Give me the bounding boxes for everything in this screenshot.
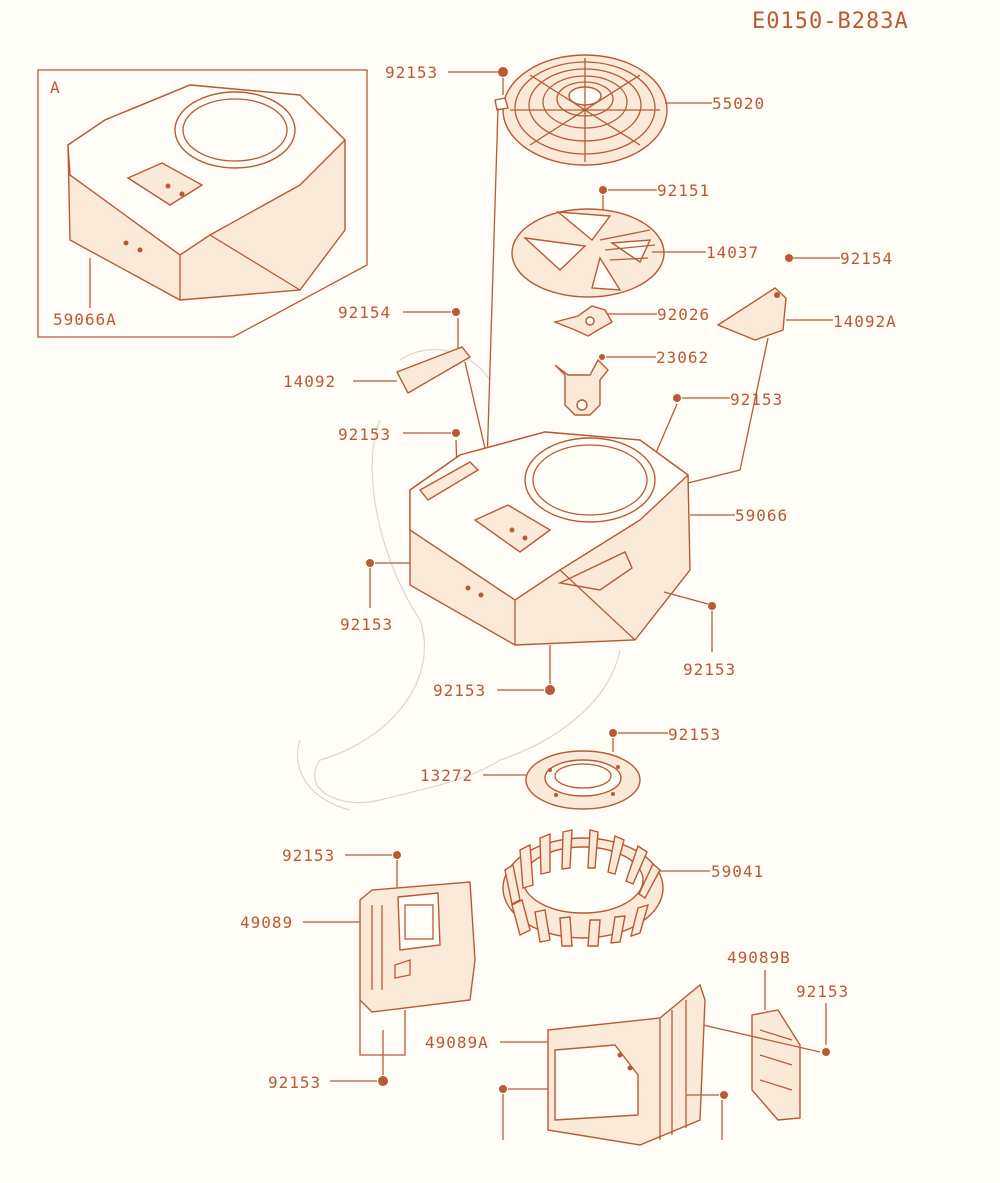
part-label-49089: 49089	[240, 913, 293, 932]
part-label-92151: 92151	[657, 181, 710, 200]
part-label-92026: 92026	[657, 305, 710, 324]
inset-letter: A	[50, 78, 61, 97]
part-label-14037: 14037	[706, 243, 759, 262]
part-label-49089a: 49089A	[425, 1033, 489, 1052]
part-label-92153-mid-right: 92153	[730, 390, 783, 409]
inset-housing-drawing	[67, 84, 346, 301]
part-label-23062: 23062	[656, 348, 709, 367]
label-59066: 59066	[735, 506, 788, 525]
part-label-92153-housing-left: 92153	[340, 615, 393, 634]
part-label-92153-shroud: 92153	[282, 846, 335, 865]
part-label-92154-left: 92154	[338, 303, 391, 322]
part-label-14092: 14092	[283, 372, 336, 391]
part-label-13272: 13272	[420, 766, 473, 785]
flywheel-59041: 59041	[502, 829, 764, 947]
housing-screws: 92153 92153 92153	[340, 559, 736, 700]
bracket-23062: 23062	[554, 348, 709, 416]
label-59066A: 59066A	[53, 310, 117, 329]
part-label-92153-housing-right: 92153	[683, 660, 736, 679]
part-label-92153-shroud-bottom: 92153	[268, 1073, 321, 1092]
part-label-14092a: 14092A	[833, 312, 897, 331]
screen-55020	[494, 54, 668, 166]
part-label-59041: 59041	[711, 862, 764, 881]
part-label-92153-housing-bottom: 92153	[433, 681, 486, 700]
part-label-92153-mid-left: 92153	[338, 425, 391, 444]
part-label-49089b: 49089B	[727, 948, 791, 967]
inset-a: A 59066A	[37, 69, 368, 338]
hub-92026: 92026	[552, 305, 710, 337]
fan-14037: 92151 14037	[511, 181, 759, 298]
label-55020: 55020	[712, 94, 765, 113]
part-label-92153-top: 92153	[385, 63, 438, 82]
drawing-code: E0150-B283A	[752, 9, 909, 34]
cover-14092: 92154 14092	[283, 303, 491, 471]
part-label-92153-plate: 92153	[668, 725, 721, 744]
cover-14092A: 92154 14092A	[659, 249, 897, 491]
plate-13272: 92153 13272	[420, 725, 721, 810]
part-label-92153-right-cover: 92153	[796, 982, 849, 1001]
shroud-49089A: 49089A	[425, 983, 728, 1146]
part-label-92154-right: 92154	[840, 249, 893, 268]
shroud-49089: 92153 49089 92153	[240, 846, 476, 1092]
housing-59066: 59066	[409, 431, 788, 646]
cover-49089B: 49089B 92153	[689, 948, 849, 1121]
screw-92153-top: 92153	[385, 63, 508, 466]
